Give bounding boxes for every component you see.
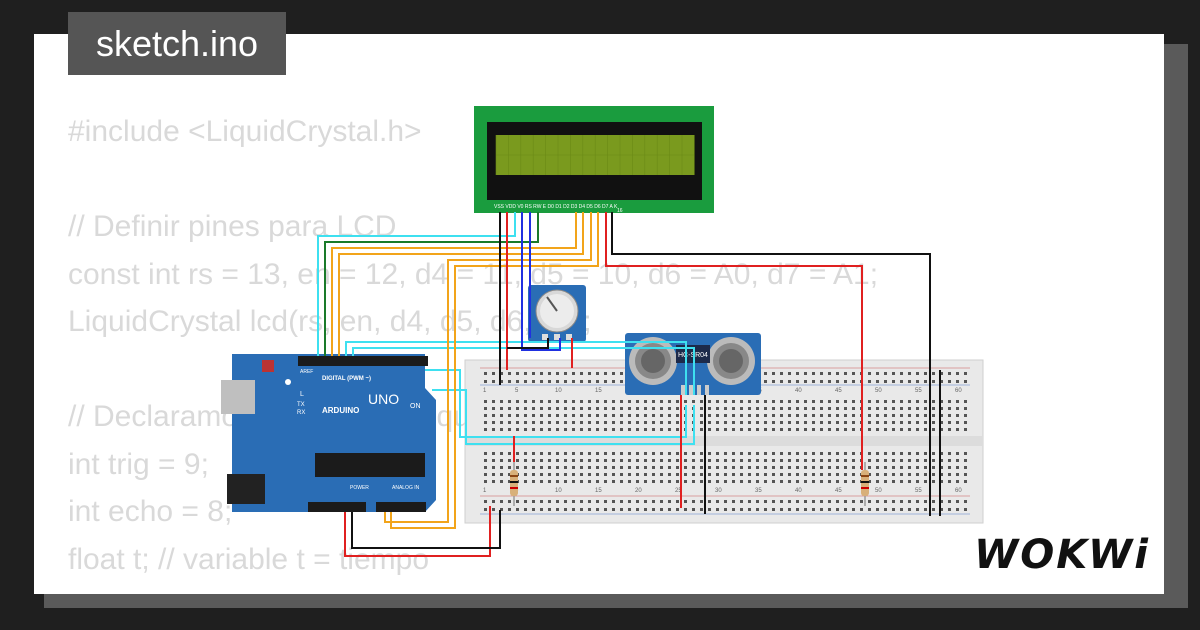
lcd-pin-labels: VSS VDD V0 RS RW E D0 D1 D2 D3 D4 D5 D6 …	[494, 204, 618, 210]
lcd-display: VSS VDD V0 RS RW E D0 D1 D2 D3 D4 D5 D6 …	[474, 106, 714, 214]
resistor-1	[510, 462, 518, 506]
arduino-analog-label: ANALOG IN	[392, 485, 420, 491]
wires	[317, 212, 941, 557]
breadboard-number: 60	[955, 488, 962, 494]
breadboard-number: 60	[955, 388, 962, 394]
breadboard-number: 50	[875, 488, 882, 494]
arduino-tx-label: TX	[297, 402, 305, 408]
breadboard-number: 40	[795, 488, 802, 494]
code-line: int echo = 8;	[68, 495, 233, 528]
resistor-2	[861, 462, 869, 506]
breadboard-number: 45	[835, 488, 842, 494]
arduino-rx-label: RX	[297, 410, 305, 416]
sketch-title: sketch.ino	[68, 12, 286, 75]
arduino-l-label: L	[300, 391, 304, 398]
breadboard-number: 20	[635, 488, 642, 494]
arduino-brand: ARDUINO	[322, 406, 359, 415]
breadboard-number: 45	[835, 388, 842, 394]
breadboard-number: 40	[795, 388, 802, 394]
breadboard-number: 35	[755, 488, 762, 494]
lcd-pin-end: 16	[617, 208, 623, 214]
breadboard-number: 30	[715, 488, 722, 494]
code-line: float d; // variable d = distancia	[68, 583, 888, 594]
breadboard-number: 1	[483, 388, 487, 394]
breadboard-number: 1	[483, 488, 487, 494]
code-line: // Definir pines para LCD	[68, 210, 397, 243]
wokwi-logo: WOKWi	[974, 532, 1150, 578]
breadboard-number: 55	[915, 388, 922, 394]
code-line: #include <LiquidCrystal.h>	[68, 115, 422, 148]
breadboard-number: 15	[595, 488, 602, 494]
arduino-aref-label: AREF	[300, 369, 313, 375]
breadboard-number: 5	[515, 388, 519, 394]
breadboard-number: 10	[555, 388, 562, 394]
breadboard-number: 50	[875, 388, 882, 394]
breadboard-number: 55	[915, 488, 922, 494]
arduino-digital-label: DIGITAL (PWM ~)	[322, 376, 371, 382]
arduino-uno: DIGITAL (PWM ~) UNO ARDUINO ON L TX RX P…	[221, 354, 436, 512]
code-line: int trig = 9;	[68, 447, 209, 481]
breadboard-number: 15	[595, 388, 602, 394]
arduino-on-label: ON	[410, 403, 421, 410]
arduino-power-label: POWER	[350, 485, 369, 491]
arduino-board-name: UNO	[368, 391, 399, 407]
breadboard-number: 10	[555, 488, 562, 494]
potentiometer	[528, 285, 586, 342]
breadboard-number: 25	[675, 488, 682, 494]
